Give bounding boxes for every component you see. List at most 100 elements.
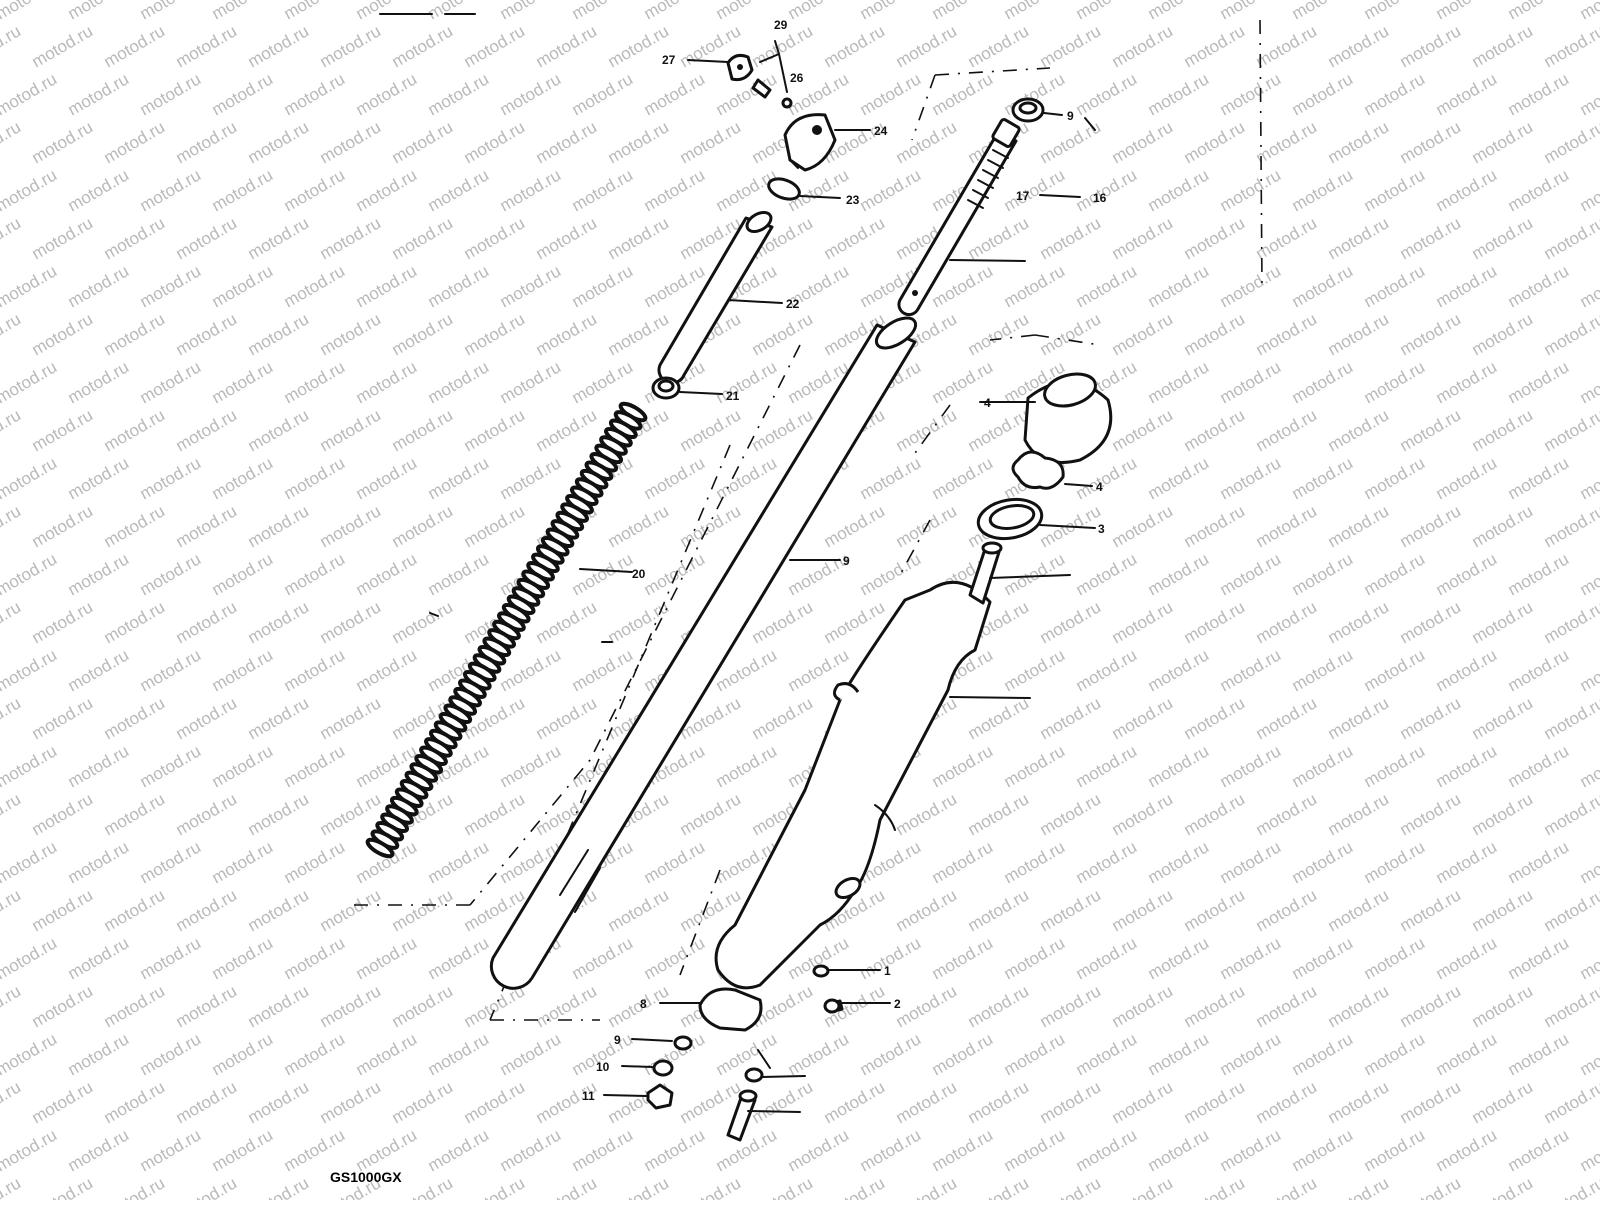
watermark-text: motod.ru [101,501,169,551]
watermark-text: motod.ru [1181,213,1249,263]
watermark-text: motod.ru [1145,741,1213,791]
watermark-text: motod.ru [317,501,385,551]
watermark-text: motod.ru [317,1077,385,1127]
watermark-text: motod.ru [1253,213,1321,263]
watermark-text: motod.ru [497,165,565,215]
watermark-text: motod.ru [1577,645,1600,695]
watermark-text: motod.ru [1397,1173,1465,1200]
watermark-text: motod.ru [1397,117,1465,167]
watermark-text: motod.ru [713,741,781,791]
watermark-text: motod.ru [389,1077,457,1127]
watermark-text: motod.ru [137,549,205,599]
watermark-text: motod.ru [893,789,961,839]
watermark-text: motod.ru [101,885,169,935]
watermark-text: motod.ru [857,69,925,119]
watermark-text: motod.ru [1037,789,1105,839]
watermark-text: motod.ru [1577,69,1600,119]
watermark-text: motod.ru [1397,405,1465,455]
watermark-text: motod.ru [1181,597,1249,647]
watermark-text: motod.ru [1109,309,1177,359]
watermark-text: motod.ru [965,213,1033,263]
watermark-text: motod.ru [101,21,169,71]
watermark-text: motod.ru [245,21,313,71]
watermark-text: motod.ru [641,1029,709,1079]
watermark-text: motod.ru [389,501,457,551]
callout-9-tube: 9 [843,554,850,568]
callout-9-low: 9 [614,1033,621,1047]
watermark-text: motod.ru [281,1029,349,1079]
watermark-text: motod.ru [245,501,313,551]
watermark-text: motod.ru [173,213,241,263]
watermark-text: motod.ru [1145,165,1213,215]
watermark-text: motod.ru [1361,549,1429,599]
watermark-text: motod.ru [929,933,997,983]
watermark-text: motod.ru [1181,693,1249,743]
watermark-text: motod.ru [929,1029,997,1079]
callout-16: 16 [1093,191,1107,205]
watermark-text: motod.ru [1037,1173,1105,1200]
watermark-text: motod.ru [1469,1173,1537,1200]
watermark-text: motod.ru [857,1029,925,1079]
watermark-text: motod.ru [569,165,637,215]
watermark-text: motod.ru [1325,1077,1393,1127]
watermark-text: motod.ru [1145,1029,1213,1079]
watermark-text: motod.ru [317,597,385,647]
watermark-text: motod.ru [65,837,133,887]
watermark-text: motod.ru [101,597,169,647]
watermark-text: motod.ru [605,117,673,167]
watermark-text: motod.ru [0,981,24,1031]
watermark-text: motod.ru [1505,1029,1573,1079]
watermark-text: motod.ru [1469,981,1537,1031]
watermark-text: motod.ru [1289,0,1357,23]
top-ring [1013,99,1043,121]
watermark-text: motod.ru [713,0,781,23]
watermark-text: motod.ru [65,645,133,695]
watermark-text: motod.ru [965,981,1033,1031]
watermark-text: motod.ru [641,69,709,119]
watermark-text: motod.ru [497,741,565,791]
watermark-text: motod.ru [245,1077,313,1127]
callout-21: 21 [726,389,740,403]
watermark-text: motod.ru [0,0,60,23]
watermark-text: motod.ru [929,0,997,23]
watermark-text: motod.ru [317,981,385,1031]
watermark-text: motod.ru [281,453,349,503]
watermark-text: motod.ru [0,933,60,983]
watermark-text: motod.ru [1109,213,1177,263]
watermark-text: motod.ru [1109,1077,1177,1127]
watermark-text: motod.ru [821,21,889,71]
watermark-text: motod.ru [29,1173,97,1200]
watermark-text: motod.ru [605,981,673,1031]
watermark-text: motod.ru [353,261,421,311]
watermark-text: motod.ru [0,357,60,407]
watermark-text: motod.ru [569,261,637,311]
watermark-text: motod.ru [533,981,601,1031]
watermark-text: motod.ru [497,453,565,503]
watermark-text: motod.ru [1253,21,1321,71]
callout-23: 23 [846,193,860,207]
watermark-text: motod.ru [1181,405,1249,455]
watermark-text: motod.ru [173,501,241,551]
watermark-text: motod.ru [1073,933,1141,983]
watermark-text: motod.ru [1577,933,1600,983]
watermark-text: motod.ru [1577,0,1600,23]
watermark-text: motod.ru [29,1077,97,1127]
callout-24: 24 [874,124,888,138]
watermark-text: motod.ru [569,69,637,119]
watermark-text: motod.ru [929,837,997,887]
watermark-text: motod.ru [1289,1029,1357,1079]
watermark-text: motod.ru [1145,549,1213,599]
watermark-text: motod.ru [1577,261,1600,311]
watermark-text: motod.ru [173,693,241,743]
watermark-text: motod.ru [425,1029,493,1079]
watermark-text: motod.ru [1505,69,1573,119]
watermark-text: motod.ru [1325,21,1393,71]
watermark-text: motod.ru [1577,837,1600,887]
callout-1: 1 [884,964,891,978]
watermark-text: motod.ru [29,213,97,263]
watermark-text: motod.ru [1577,549,1600,599]
watermark-text: motod.ru [1325,213,1393,263]
watermark-text: motod.ru [209,261,277,311]
watermark-text: motod.ru [1505,549,1573,599]
watermark-text: motod.ru [29,309,97,359]
